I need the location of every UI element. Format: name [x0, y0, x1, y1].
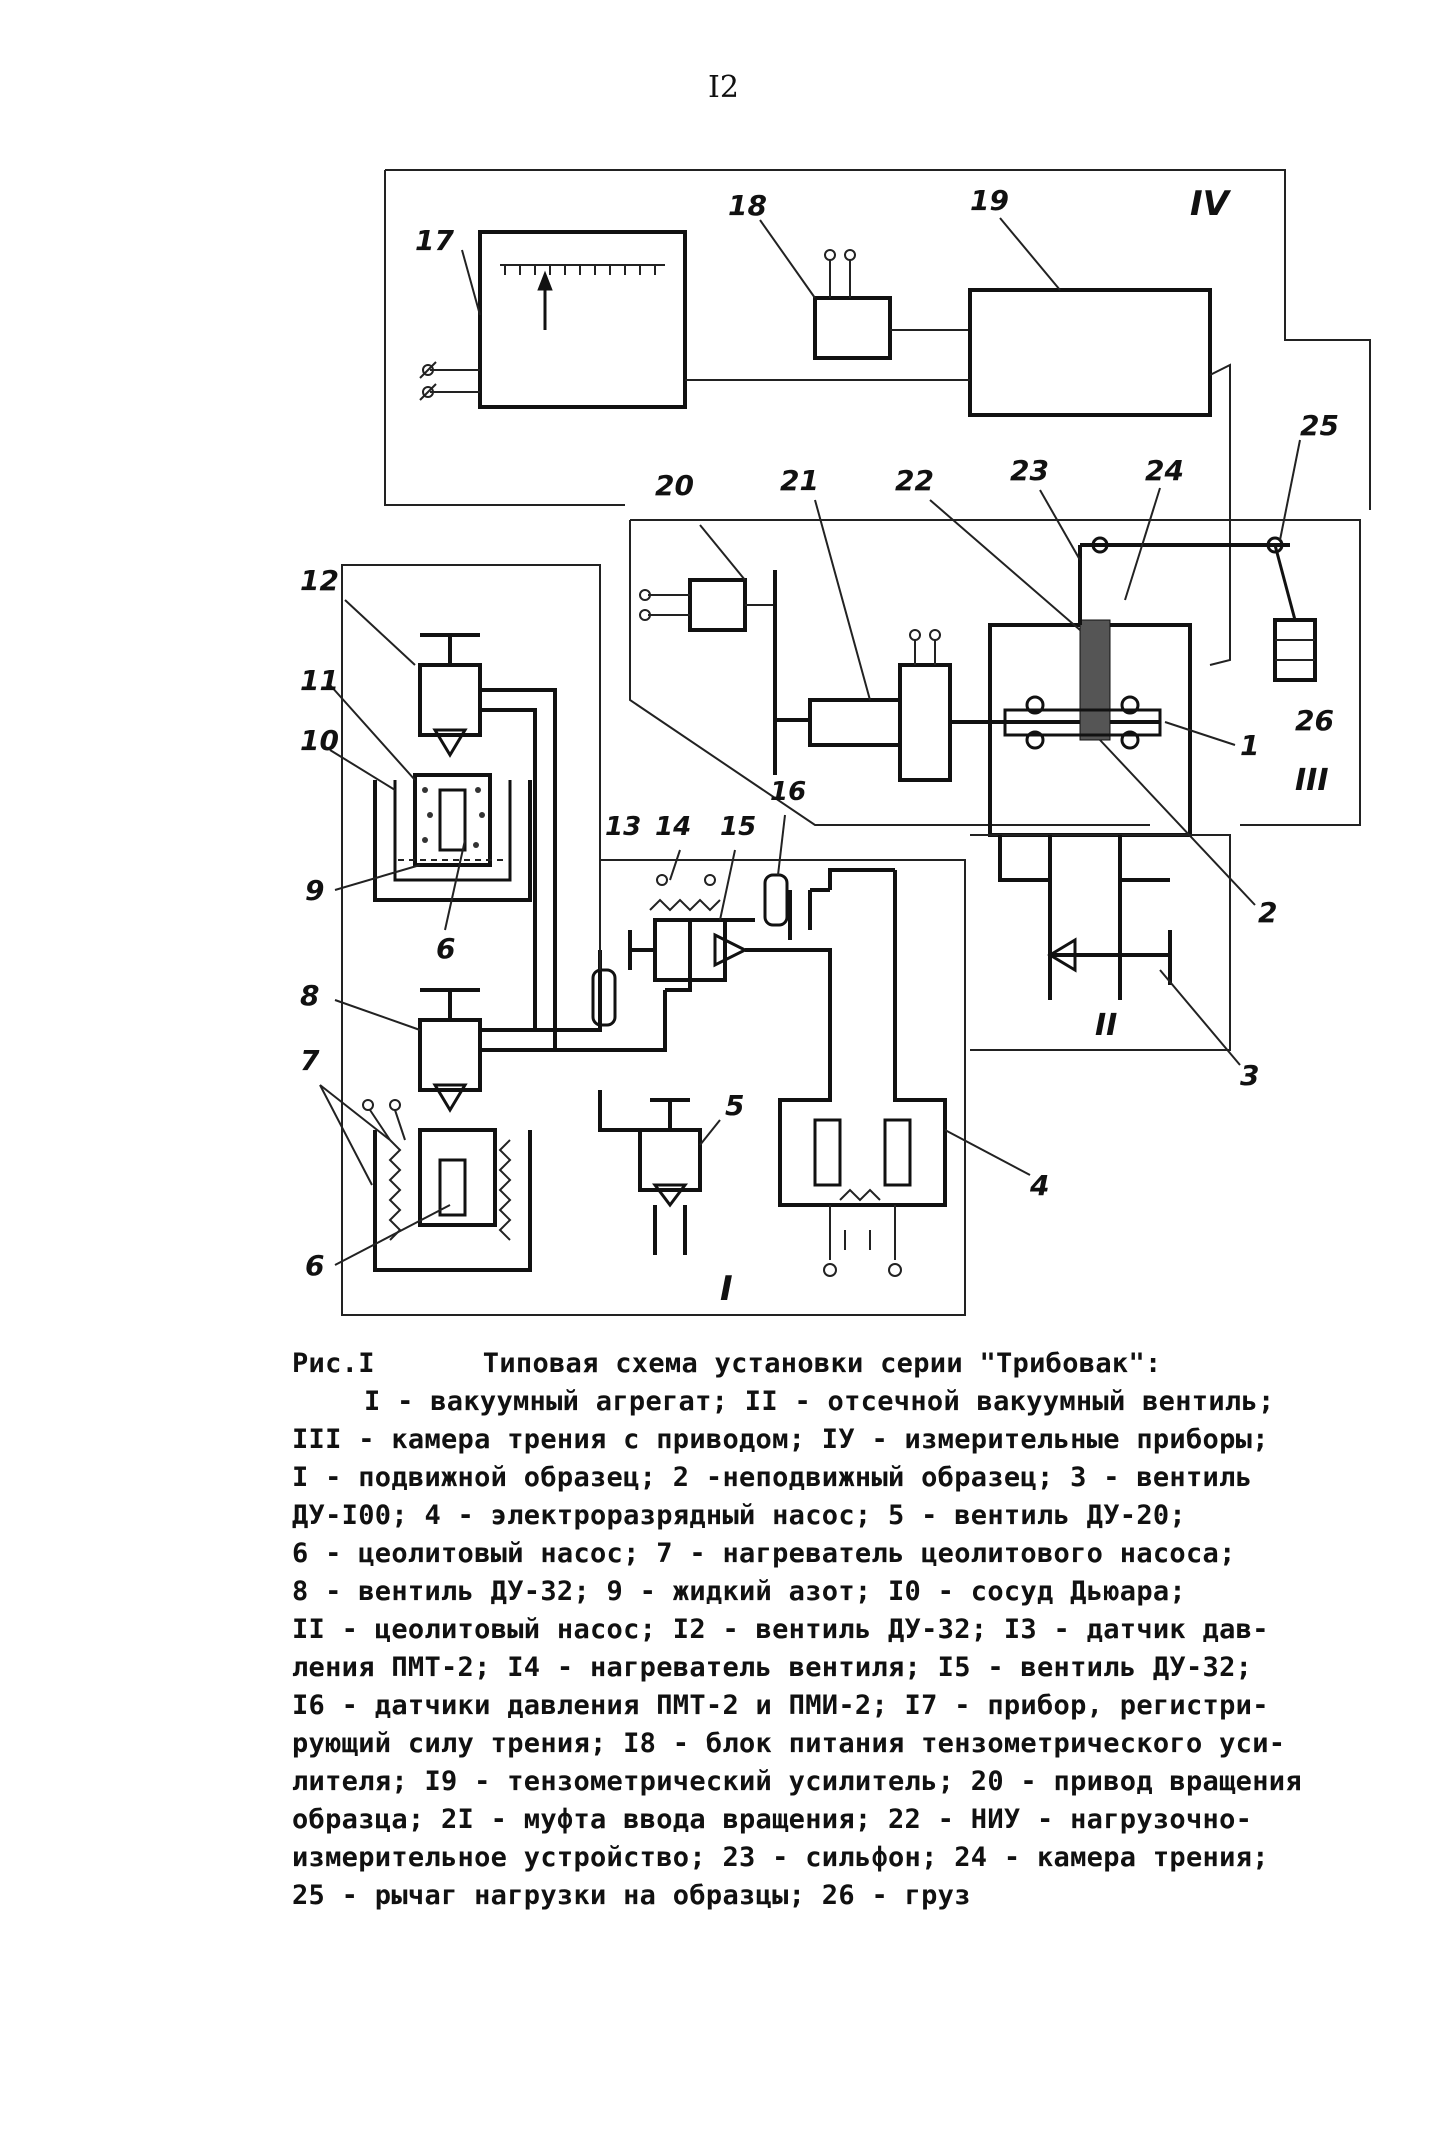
- block-iii-boundary: [629, 519, 1361, 826]
- label-7: 7: [300, 1044, 320, 1077]
- instrument-17-box: [478, 230, 687, 409]
- weight-26: [1273, 618, 1317, 682]
- gauge-16: [763, 873, 789, 927]
- label-roman-iii: III: [1295, 763, 1329, 798]
- zeolite-dots-11: [422, 787, 485, 848]
- heater-14-coil: [649, 898, 721, 912]
- label-11: 11: [300, 664, 339, 697]
- label-roman-i: I: [720, 1269, 733, 1309]
- label-4: 4: [1029, 1169, 1049, 1202]
- caption-line: II - цеолитовый насос; I2 - вентиль ДУ-3…: [292, 1614, 1269, 1645]
- setup-schematic: IV III II I 1 2 3 4 5 6 6 7 8 9 10 11 12…: [300, 169, 1371, 1316]
- label-20: 20: [655, 469, 694, 502]
- label-13: 13: [605, 812, 641, 842]
- zeolite-pump-6-lower: [418, 1128, 497, 1227]
- caption-line: 6 - цеолитовый насос; 7 - нагреватель це…: [292, 1538, 1236, 1569]
- caption-title: Типовая схема установки серии "Трибовак"…: [482, 1348, 1162, 1379]
- valve-12-body: [418, 663, 482, 737]
- label-9: 9: [305, 874, 324, 907]
- dewar-10: [373, 780, 532, 902]
- valve-ii-body: [1048, 835, 1170, 1000]
- block-i-boundary: [341, 564, 966, 1316]
- coupling-21-sleeve: [808, 698, 902, 747]
- label-22: 22: [895, 464, 934, 497]
- label-3: 3: [1240, 1059, 1259, 1092]
- scale-ticks-17: [504, 265, 656, 275]
- coupling-21-body: [898, 663, 952, 782]
- heater-7-coil-left: [388, 1139, 402, 1241]
- label-5: 5: [725, 1089, 744, 1122]
- pointer-arrowhead: [537, 270, 553, 291]
- pipe-12-main: [480, 688, 557, 1052]
- label-2: 2: [1258, 896, 1277, 929]
- heater-7-vessel: [373, 1130, 532, 1272]
- page-number: I2: [708, 70, 739, 105]
- label-25: 25: [1300, 409, 1339, 442]
- caption-line: I - вакуумный агрегат; II - отсечной вак…: [364, 1386, 1275, 1417]
- label-17: 17: [415, 224, 454, 257]
- valve-3-cone: [1047, 937, 1077, 973]
- pump-4-coil: [839, 1188, 881, 1202]
- valve-5-body: [638, 1128, 702, 1192]
- caption-line: рующий силу трения; I8 - блок питания те…: [292, 1728, 1286, 1759]
- sample-1-moving: [1003, 708, 1162, 737]
- caption-header: Рис.I Типовая схема установки серии "Триб…: [292, 1345, 1402, 1383]
- block-ii-boundary: [970, 834, 1231, 1051]
- label-roman-ii: II: [1095, 1008, 1117, 1043]
- pump-4-electrode-left: [813, 1118, 842, 1187]
- label-roman-iv: IV: [1190, 184, 1232, 224]
- heater-7-coil-right: [498, 1139, 512, 1241]
- caption-line: образца; 2I - муфта ввода вращения; 22 -…: [292, 1804, 1253, 1835]
- leader-lines: [319, 217, 1301, 1266]
- label-23: 23: [1010, 454, 1049, 487]
- caption-line: измерительное устройство; 23 - сильфон; …: [292, 1842, 1269, 1873]
- label-6-lower: 6: [305, 1249, 324, 1282]
- label-10: 10: [300, 724, 339, 757]
- drive-20-box: [688, 578, 747, 632]
- caption-line: I - подвижной образец; 2 -неподвижный об…: [292, 1462, 1253, 1493]
- gauge-13: [591, 968, 617, 1027]
- sample-2-fixed: [1079, 619, 1111, 741]
- caption-fig-label: Рис.I: [292, 1348, 375, 1379]
- valve-8-body: [418, 1018, 482, 1092]
- label-21: 21: [780, 464, 819, 497]
- signal-wire-19-25: [1209, 363, 1231, 666]
- label-18: 18: [728, 189, 767, 222]
- manifold-pipe: [535, 950, 667, 1052]
- label-16: 16: [770, 777, 806, 807]
- caption-line: 25 - рычаг нагрузки на образцы; 26 - гру…: [292, 1880, 971, 1911]
- caption-line: лителя; I9 - тензометрический усилитель;…: [292, 1766, 1302, 1797]
- caption-line: III - камера трения с приводом; IУ - изм…: [292, 1424, 1269, 1455]
- label-24: 24: [1145, 454, 1184, 487]
- block-iv-boundary: [384, 169, 1371, 510]
- label-6-upper: 6: [436, 932, 455, 965]
- label-26: 26: [1295, 704, 1334, 737]
- label-1: 1: [1240, 729, 1259, 762]
- caption-line: ДУ-I00; 4 - электроразрядный насос; 5 - …: [292, 1500, 1186, 1531]
- zeolite-pump-11: [413, 773, 492, 867]
- caption-line: ления ПМТ-2; I4 - нагреватель вентиля; I…: [292, 1652, 1253, 1683]
- caption-line: I6 - датчики давления ПМТ-2 и ПМИ-2; I7 …: [292, 1690, 1269, 1721]
- label-14: 14: [655, 812, 691, 842]
- power-supply-18-box: [813, 296, 892, 360]
- amplifier-19-box: [968, 288, 1212, 417]
- caption-line: 8 - вентиль ДУ-32; 9 - жидкий азот; I0 -…: [292, 1576, 1186, 1607]
- label-19: 19: [970, 184, 1009, 217]
- pipe-to-chamber: [745, 868, 897, 1060]
- pump-4-electrode-right: [883, 1118, 912, 1187]
- label-15: 15: [720, 812, 756, 842]
- label-8: 8: [300, 979, 319, 1012]
- figure-caption: Рис.I Типовая схема установки серии "Триб…: [292, 1345, 1402, 1915]
- label-12: 12: [300, 564, 339, 597]
